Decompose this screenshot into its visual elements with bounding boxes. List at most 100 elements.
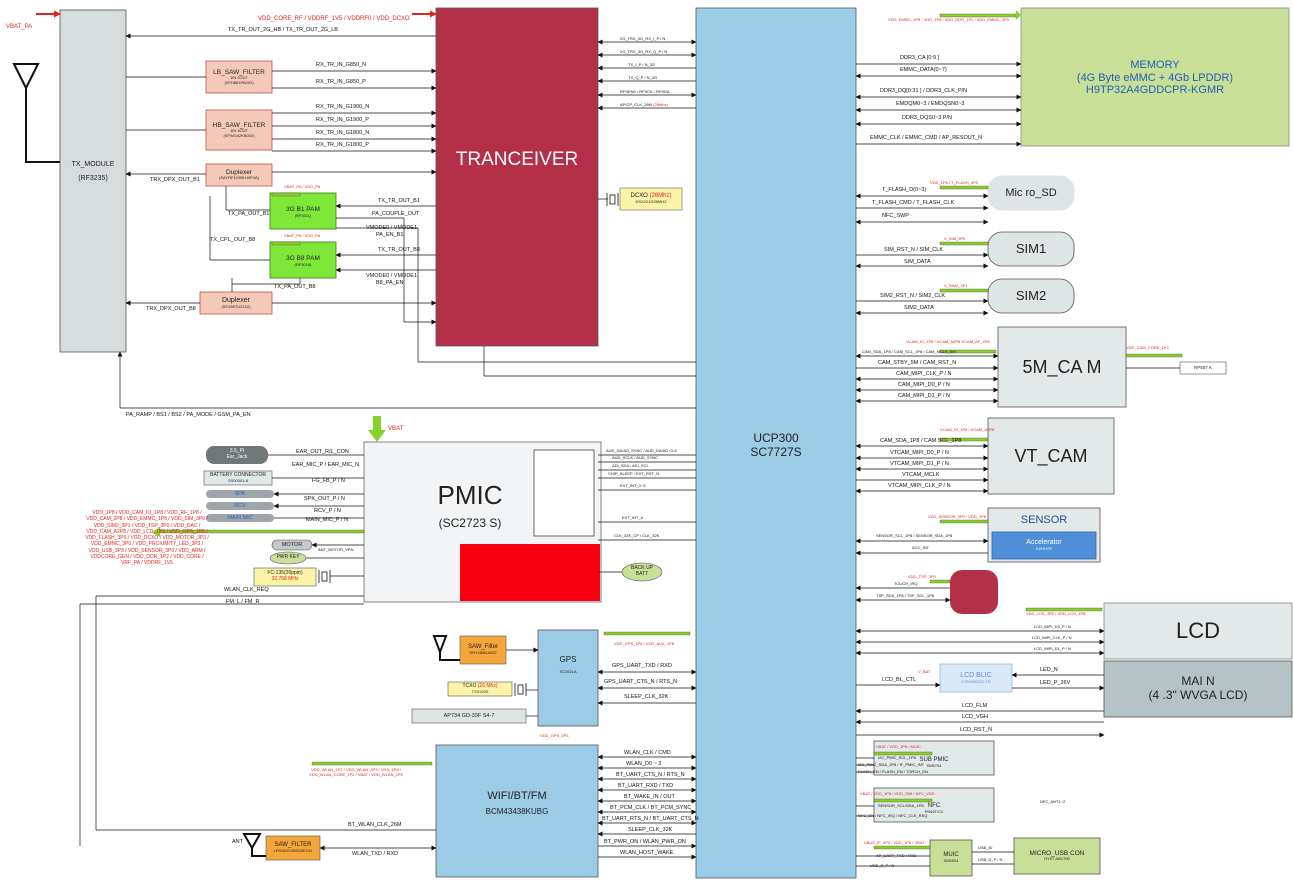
hb-saw-filter: HB_SAW_FILTER 1IN 4OUT (SFWG42KB002) xyxy=(206,110,272,150)
sig-t3: TX_I_P / N_3G xyxy=(628,62,656,67)
duplexer-b8-part: (SFX897UZ102) xyxy=(221,303,251,309)
vbat-pa-label: VBAT_PA xyxy=(6,24,33,30)
pmic-supply-list: VDD_1P8 / VDD_CAM_IO_1P8 / VDD_RF_1P8 / … xyxy=(85,510,209,566)
micro-sd: Mic ro_SD xyxy=(988,176,1074,210)
sig-w4: BT_UART_RXD / TXD xyxy=(618,783,674,789)
sig-t6-text: AP/CP_CLK_26M xyxy=(620,102,653,107)
sig-l9: LCD_RST_N xyxy=(960,727,993,733)
sig-s2a: SIM2_RST_N / SIM2_CLK xyxy=(880,293,946,299)
ap734-lna: AP734 GD-33F S4-7 xyxy=(412,709,526,723)
transceiver-supply: VDD_CORE_RF / VDDRF_1V5 / VDDRF0 / VDD_D… xyxy=(258,16,410,22)
tcxo: TCXO (26 Mhz) TSX3225 xyxy=(448,682,512,696)
accelerator-title: Accelerator xyxy=(1026,539,1062,547)
sig-pa-en-b1: PA_EN_B1 xyxy=(376,232,404,238)
pam-b8: 3G B8 PAM (RF3016) xyxy=(270,245,336,278)
sig-pu7: CLK_32K_CP / CLK_32K xyxy=(614,533,660,538)
sig-n1: SENSOR_SCL/SDA_1P8 xyxy=(878,803,924,808)
sig-w5: BT_WAKE_IN / OUT xyxy=(624,794,675,800)
micro-usb-title: MICRO_USB CON xyxy=(1029,849,1085,857)
sig-s1b: SIM_DATA xyxy=(904,259,931,265)
sig-fm: FM_L / FM_R xyxy=(226,599,260,605)
sig-w8: SLEEP_CLK_32K xyxy=(628,827,673,833)
sig-w6: BT_PCM_CLK / BT_PCM_SYNC xyxy=(610,805,692,811)
duplexer-b8: Duplexer (SFX897UZ102) xyxy=(200,292,272,314)
sig-se2: ACC_INT xyxy=(912,545,930,550)
sig-sp1: I2C_PMIC_SCL_1P8 xyxy=(878,755,916,760)
sig-s2b: SIM2_DATA xyxy=(904,305,934,311)
sig-tx-tr-b8: TX_TR_OUT_B8 xyxy=(378,247,420,253)
sig-c4: CAM_MIPI_D0_P / N xyxy=(898,382,950,388)
sig-l2: LCD_MIPI_CLK_P / N xyxy=(1032,635,1072,640)
sim1-title: SIM1 xyxy=(1015,240,1047,256)
tcxo-freq: (26 Mhz) xyxy=(477,682,498,689)
sig-c1: CAM_SDA_1P8 / CAM_SCL_1P8 / CAM_MCLK_5M xyxy=(862,349,956,354)
sig-v1: CAM_SDA_1P8 / CAM SCL_1P8 xyxy=(880,438,962,444)
receiver-label: RCV xyxy=(234,502,246,509)
power-key[interactable]: PWR KEY xyxy=(270,552,306,564)
lb-saw-sub: 1IN 2OUT xyxy=(229,75,248,81)
pam-b1-supply: VBAT_PA / VDD_PA xyxy=(284,184,321,189)
hb-saw-sub: 1IN 4OUT xyxy=(229,128,248,134)
dcxo: DCXO (26Mhz) DSX221G26MHZ xyxy=(620,188,682,210)
accelerator: Accelerator K2HH7R xyxy=(992,532,1096,559)
transceiver: TRANCEIVER xyxy=(436,140,598,180)
lcd-blic-vbat: V_BAT xyxy=(918,669,931,674)
ucp-title: UCP300 xyxy=(753,431,799,446)
sub-pmic-part: SM5704 xyxy=(926,762,942,768)
duplexer-b1-part: (SAYRF1G95HJ0F0A) xyxy=(219,175,259,181)
tx-module-part: (RF3235) xyxy=(78,175,108,182)
sig-p6: MAIN_MIC_P / N xyxy=(306,517,349,523)
sig-m6: EMMC_CLK / EMMC_CMD / AP_RESOUT_N xyxy=(870,135,983,141)
vt-camera-supply: VCAM_IO_1P8 / VCAM_A2P8 xyxy=(940,427,995,432)
pam-b8-title: 3G B8 PAM xyxy=(286,255,320,263)
sim2: SIM2 xyxy=(988,279,1074,313)
sim1: SIM1 xyxy=(988,232,1074,266)
lcd-blic: LCD BLIC KTD2801CD-TR xyxy=(940,664,1012,692)
sig-t6-freq: (26Mhz) xyxy=(653,102,668,107)
pmic: PMIC (SC2723 S) xyxy=(400,470,540,542)
pmic-part: (SC2723 S) xyxy=(438,516,502,531)
micro-usb-part: HY07-AB1790 xyxy=(1044,856,1070,862)
rp507-chip: RP507 K xyxy=(1180,362,1226,374)
sig-pu2: AUD_SCLK / AUD_SYNC xyxy=(612,455,659,460)
sig-g3: SLEEP_CLK_32K xyxy=(624,694,669,700)
sig-n2: NFC_EN / NFC_IRQ / NFC_CLK_REQ xyxy=(858,813,928,818)
gps-supply: VDD_GPS_1P8 / VDD_AUX_1P8 xyxy=(614,641,675,646)
nfc: NFC PN66T/C2 xyxy=(874,796,994,822)
gps-bg xyxy=(537,629,599,727)
sig-mu2: USB_D_P / N xyxy=(870,863,895,868)
muic-part: SM5504 xyxy=(943,858,959,864)
sig-c3: CAM_MIPI_CLK_P / N xyxy=(896,371,952,377)
gps-vdd: VDD_GPS_3P3 xyxy=(540,733,569,738)
sig-sd2: T_FLASH_CMD / T_FLASH_CLK xyxy=(872,200,955,206)
wifi-bt-fm: WIFI/BT/FM BCM43438KUBG xyxy=(436,786,598,820)
battery-part: SS00001-8 xyxy=(227,477,248,483)
pam-b8-part: (RF3016) xyxy=(294,261,312,267)
sig-mu1: AP_UART_TXD / RXD xyxy=(876,853,917,858)
duplexer-b8-title: Duplexer xyxy=(221,296,250,304)
antenna-icon xyxy=(12,63,60,163)
sig-rx1900p: RX_TR_IN_G1900_P xyxy=(316,117,369,123)
sig-trx-b8: TRX_DPX_OUT_B8 xyxy=(146,306,196,312)
memory-desc: (4G Byte eMMC + 4Gb LPDDR) xyxy=(1076,71,1234,84)
ear-jack-title: 3.5_Pi xyxy=(229,448,245,455)
crystal-icon xyxy=(514,683,527,696)
wifi-bg xyxy=(435,744,599,878)
gps-title: GPS xyxy=(559,655,577,665)
touch-supply: VDD_TSP_3P0 xyxy=(908,574,936,579)
backup-sub: BATT xyxy=(635,571,649,577)
wifi-saw-title: SAW_FILTER xyxy=(274,842,312,849)
sig-w9: BT_PWR_ON / WLAN_PWR_ON xyxy=(604,839,686,845)
pmic-title: PMIC xyxy=(437,480,503,511)
ear-jack: 3.5_Pi Ear_Jack xyxy=(206,446,268,464)
sig-wtx: WLAN_TXD / RXD xyxy=(352,851,399,857)
memory-supply: VDD_EMMC_1P8 / VDD_1P8 / VDD_DDR_1P2 / V… xyxy=(888,17,1009,22)
main-lcd-title: MAI N xyxy=(1181,674,1215,689)
sig-pa-en-b8: B8_PA_EN xyxy=(376,280,404,286)
main-lcd: MAI N (4 .3" WVGA LCD) xyxy=(1104,661,1292,717)
lcd-title: LCD xyxy=(1175,618,1220,644)
pmic-vbat: VBAT xyxy=(388,426,404,432)
receiver: RCV xyxy=(206,502,274,510)
supply-bars xyxy=(159,13,1183,850)
speaker-label: SPK xyxy=(234,490,246,497)
